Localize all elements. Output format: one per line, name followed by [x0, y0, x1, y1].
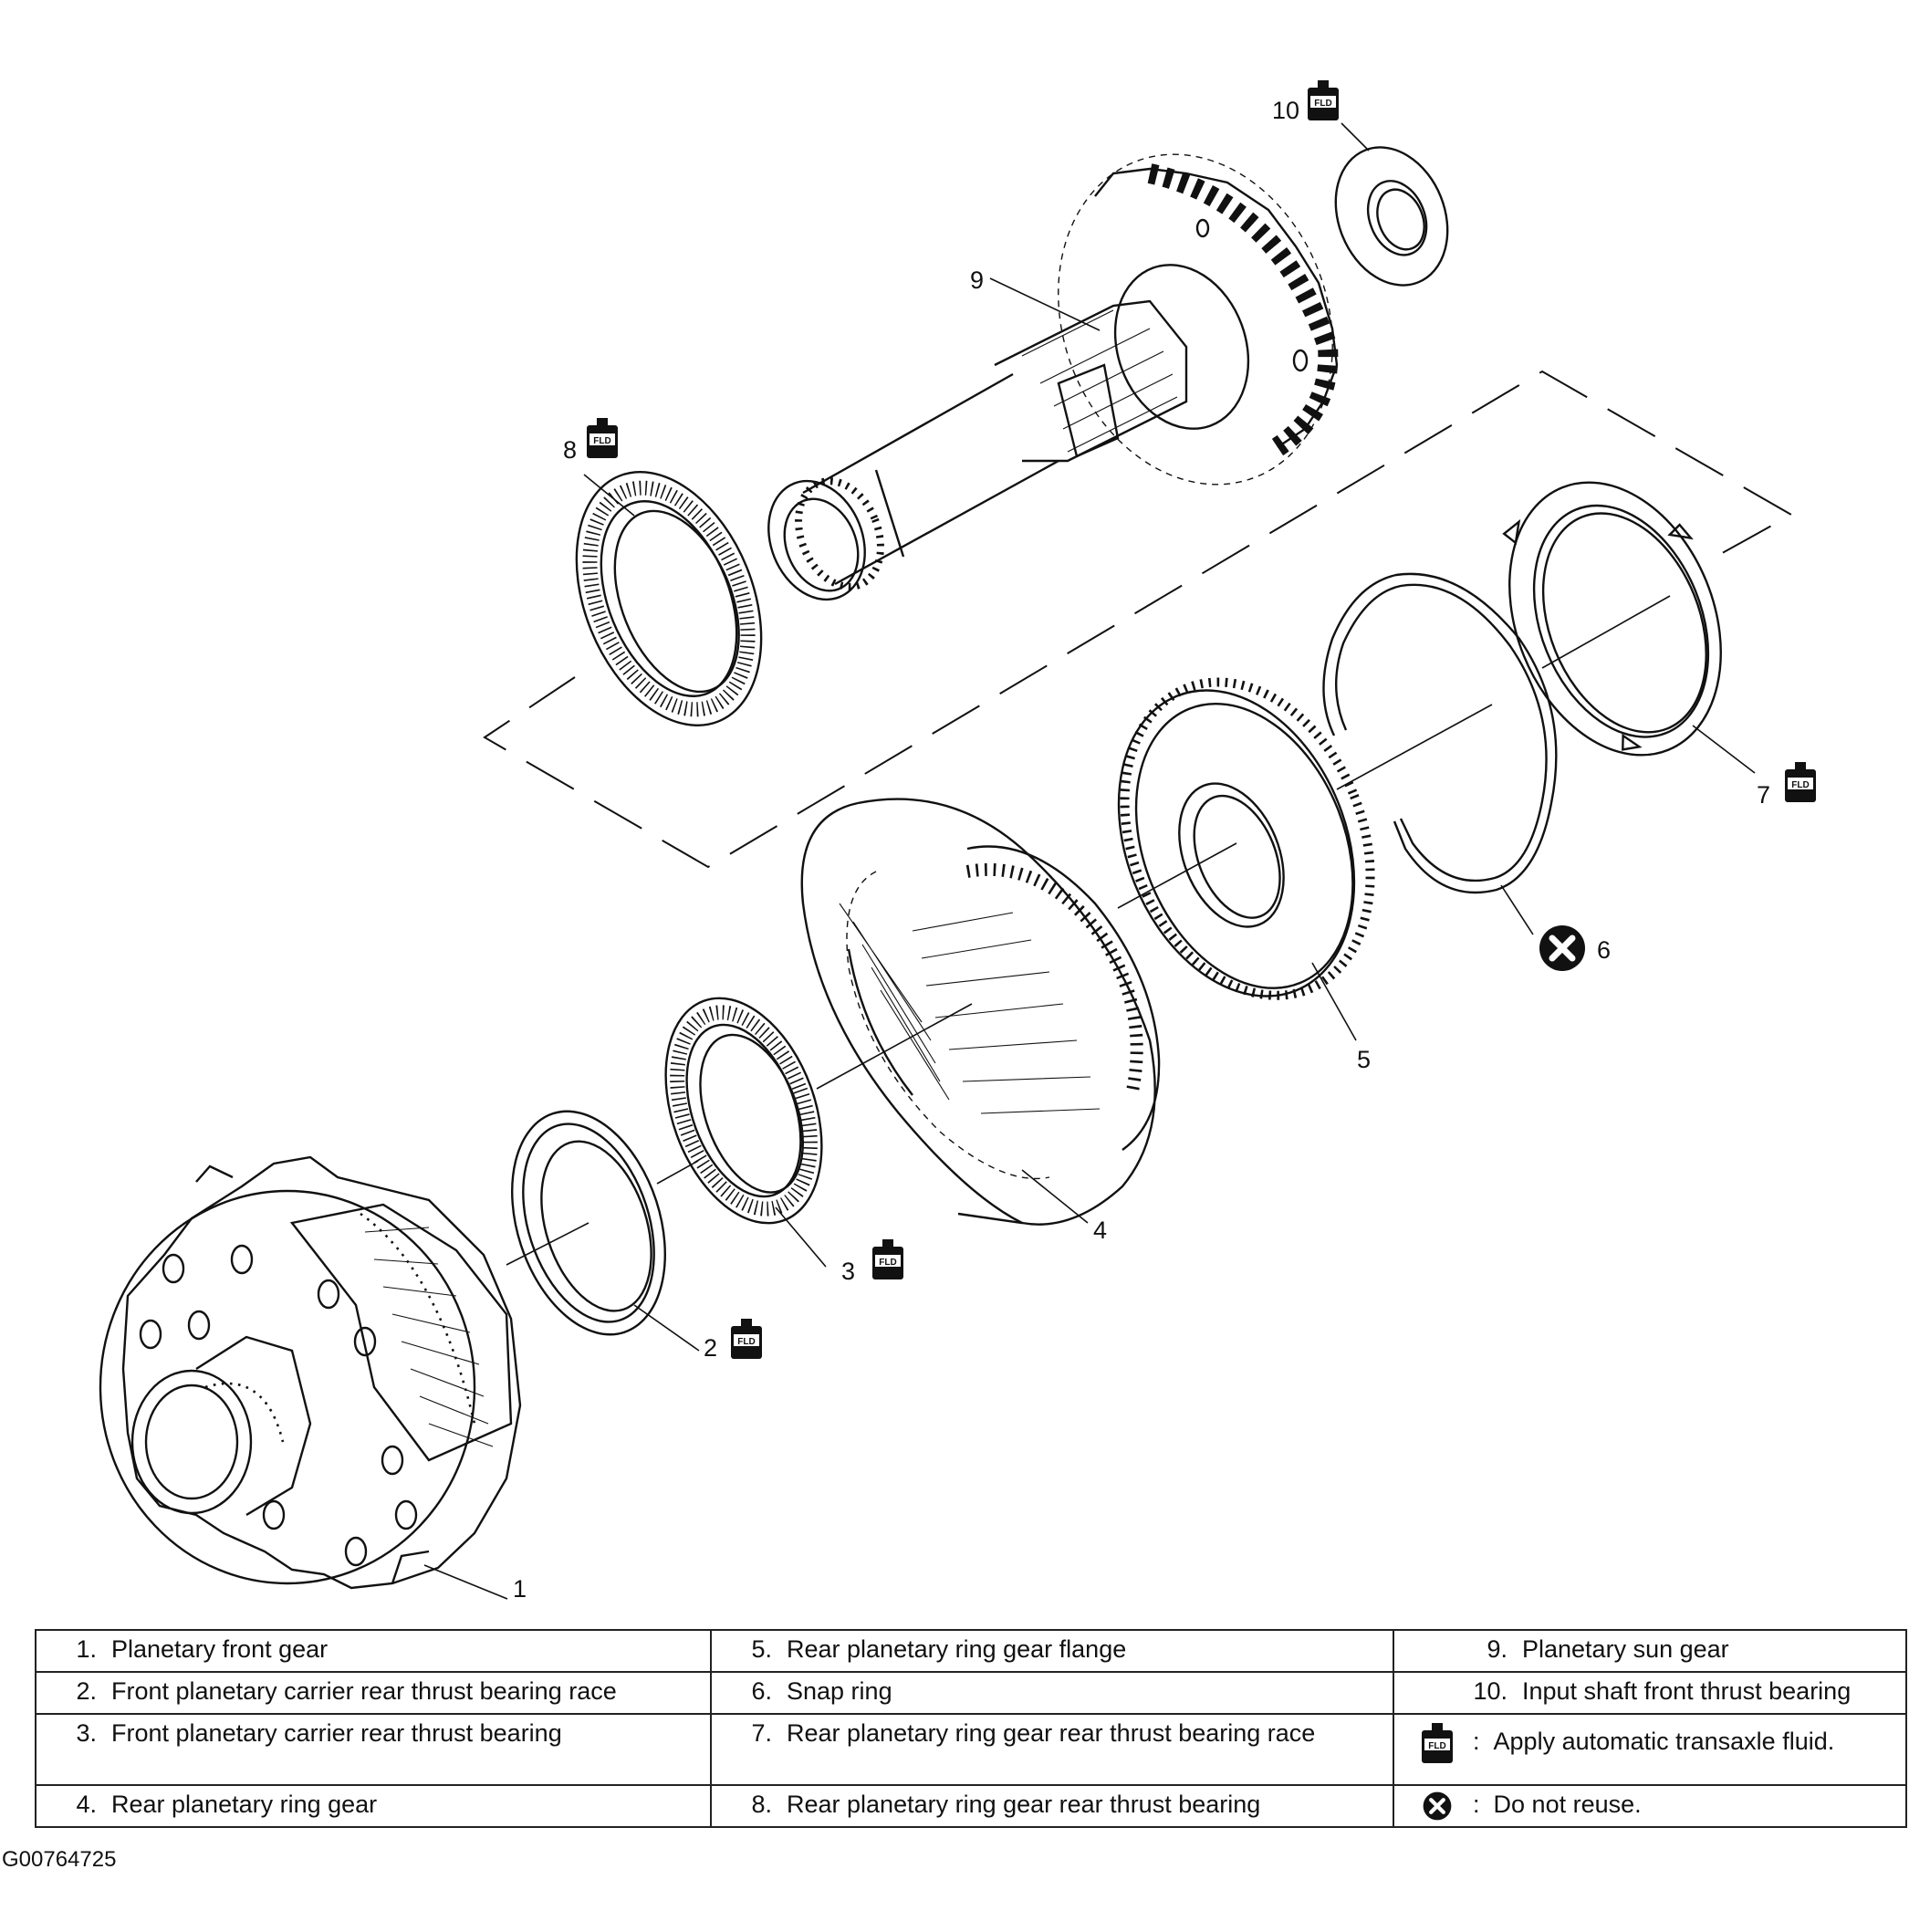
legend-row: 4. Rear planetary ring gear 8. Rear planet… [35, 1784, 1907, 1828]
fluid-icon [587, 418, 618, 458]
legend-text: Apply automatic transaxle fluid. [1493, 1728, 1835, 1756]
callout-4: 4 [1093, 1217, 1107, 1244]
legend-number: 9. [1487, 1635, 1507, 1663]
thrust-bearing-race-7 [1502, 481, 1722, 757]
fluid-icon [731, 1319, 762, 1359]
legend-number: 5. [751, 1635, 772, 1663]
input-shaft-thrust-bearing-10 [1334, 146, 1449, 287]
thrust-bearing-8 [575, 471, 763, 726]
fluid-icon [872, 1239, 903, 1279]
thrust-bearing-3 [664, 997, 823, 1225]
legend-cell: : Do not reuse. [1393, 1784, 1907, 1828]
legend-cell: 3. Front planetary carrier rear thrust be… [35, 1713, 712, 1786]
legend-number: 8. [751, 1791, 772, 1818]
fluid-icon [1785, 762, 1816, 802]
legend-cell: 2. Front planetary carrier rear thrust be… [35, 1671, 712, 1715]
legend-cell: 4. Rear planetary ring gear [35, 1784, 712, 1828]
legend-text: Input shaft front thrust bearing [1522, 1677, 1852, 1705]
callout-5: 5 [1357, 1046, 1371, 1073]
legend-text: Rear planetary ring gear [111, 1791, 378, 1818]
legend-cell: 9. Planetary sun gear [1393, 1629, 1907, 1673]
callout-3: 3 [841, 1258, 855, 1285]
callout-10: 10 [1272, 97, 1299, 124]
legend-number: 3. [76, 1719, 97, 1747]
legend-text: Front planetary carrier rear thrust bear… [111, 1677, 617, 1705]
legend-cell: 10. Input shaft front thrust bearing [1393, 1671, 1907, 1715]
legend-text: Planetary sun gear [1522, 1635, 1729, 1663]
thrust-bearing-race-2 [511, 1110, 666, 1336]
fluid-icon [1308, 80, 1339, 120]
legend-row: 2. Front planetary carrier rear thrust be… [35, 1671, 1907, 1715]
legend-text: Front planetary carrier rear thrust bear… [111, 1719, 562, 1747]
legend-text: Do not reuse. [1493, 1791, 1642, 1818]
legend-row: 3. Front planetary carrier rear thrust be… [35, 1713, 1907, 1786]
legend-cell: 7. Rear planetary ring gear rear thrust b… [710, 1713, 1394, 1786]
exploded-view-bracket [483, 370, 1794, 869]
callout-7: 7 [1757, 781, 1770, 809]
exploded-view-diagram: FLD [99, 80, 1816, 1603]
legend-text: Planetary front gear [111, 1635, 329, 1663]
legend-number: 10. [1473, 1677, 1507, 1705]
parts-legend: 1. Planetary front gear 5. Rear planetary … [35, 1629, 1907, 1828]
callout-6: 6 [1597, 936, 1611, 964]
planetary-front-gear [99, 1155, 522, 1590]
callout-1: 1 [513, 1575, 527, 1603]
rear-planetary-ring-gear [800, 798, 1161, 1226]
do-not-reuse-icon [1402, 1791, 1473, 1821]
legend-cell: 5. Rear planetary ring gear flange [710, 1629, 1394, 1673]
legend-cell: 8. Rear planetary ring gear rear thrust b… [710, 1784, 1394, 1828]
legend-cell: : Apply automatic transaxle fluid. [1393, 1713, 1907, 1786]
legend-number: 6. [751, 1677, 772, 1705]
legend-number: 4. [76, 1791, 97, 1818]
legend-separator: : [1473, 1791, 1480, 1818]
callout-9: 9 [970, 266, 984, 294]
legend-number: 1. [76, 1635, 97, 1663]
legend-number: 2. [76, 1677, 97, 1705]
legend-text: Rear planetary ring gear flange [787, 1635, 1127, 1663]
planetary-sun-gear [767, 153, 1339, 601]
legend-text: Rear planetary ring gear rear thrust bea… [787, 1719, 1316, 1747]
leader-lines [423, 122, 1756, 1600]
legend-number: 7. [751, 1719, 772, 1747]
legend-separator: : [1473, 1728, 1480, 1756]
rear-planetary-ring-gear-flange [1117, 677, 1375, 1000]
legend-cell: 1. Planetary front gear [35, 1629, 712, 1673]
figure-id: G00764725 [2, 1847, 117, 1872]
legend-text: Rear planetary ring gear rear thrust bea… [787, 1791, 1261, 1818]
fluid-icon [1402, 1719, 1473, 1767]
callout-8: 8 [563, 436, 577, 464]
snap-ring [1322, 572, 1558, 894]
callout-2: 2 [704, 1334, 717, 1362]
legend-row: 1. Planetary front gear 5. Rear planetary … [35, 1629, 1907, 1673]
legend-cell: 6. Snap ring [710, 1671, 1394, 1715]
do-not-reuse-icon [1539, 925, 1585, 971]
legend-text: Snap ring [787, 1677, 892, 1705]
assembly-axis-lines [506, 595, 1671, 1266]
